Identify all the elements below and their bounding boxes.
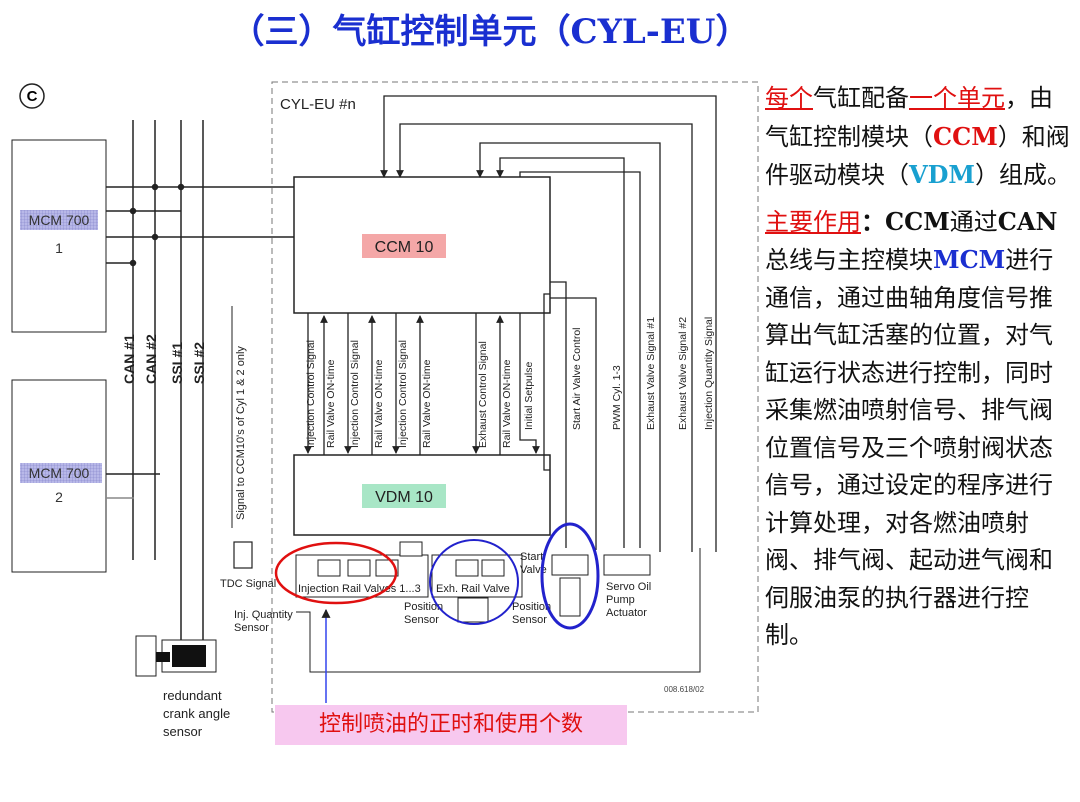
crank-label-1: redundant: [163, 688, 222, 703]
text-span: ，由气缸控制模块（: [765, 84, 1053, 151]
frame-label: CYL-EU #n: [280, 96, 356, 113]
text-span: ）组成。: [975, 161, 1071, 189]
injection-rail-valves: [295, 541, 429, 598]
servo-label-2: Pump: [606, 594, 635, 606]
mcm-label-bg-1: [20, 210, 98, 230]
bus-label-ssi2: SSI #2: [191, 342, 207, 384]
servo-label-1: Servo Oil: [606, 581, 651, 593]
text-span: 每个: [765, 84, 813, 112]
mcm-box-1: [11, 139, 107, 333]
text-span: ：: [861, 206, 885, 236]
ccm-label-bg: [362, 234, 446, 258]
text-span: CCM: [933, 121, 998, 151]
page-title: （三）气缸控制单元（CYL-EU）: [230, 12, 750, 52]
signal-label: Start Air Valve Control: [571, 327, 583, 430]
text-span: VDM: [909, 160, 975, 189]
cyl-eu-diagram: C CYL-EU #n MCM 700 1 MCM 700 2 CAN #1 C…: [11, 81, 759, 739]
servo-label-3: Actuator: [606, 607, 647, 619]
text-span: 通过: [949, 207, 998, 236]
mcm-number-2: 2: [55, 489, 63, 505]
servo-pump-box: [603, 554, 651, 576]
crank-label-2: crank angle: [163, 706, 230, 721]
text-span: 进行通信，通过曲轴角度信号推算出气缸活塞的位置，对气缸运行状态进行控制，同时采集…: [765, 246, 1054, 649]
text-span: 总线与主控模块: [765, 246, 933, 274]
vdm-label: VDM 10: [375, 489, 433, 506]
signal-label: Rail Valve ON-time: [421, 359, 433, 448]
signal-label: PWM Cyl. 1-3: [611, 365, 623, 430]
signal-label: Rail Valve ON-time: [373, 359, 385, 448]
highlight-start-valve: [540, 522, 600, 630]
inj-qty-label-2: Sensor: [234, 622, 269, 634]
note-box: 控制喷油的正时和使用个数: [275, 705, 627, 745]
exh-rail-valve-label: Exh. Rail Valve: [436, 583, 510, 595]
signal-label: Injection Quantity Signal: [703, 317, 715, 430]
signal-label: Exhaust Valve Signal #1: [645, 317, 657, 430]
bus-label-can2: CAN #2: [143, 334, 159, 384]
signal-label: Initial Setpulse: [523, 362, 535, 430]
feedback-lines: [380, 95, 717, 552]
cyl-signal-label: Signal to CCM10's of Cyl 1 & 2 only: [235, 346, 247, 520]
description-paragraph-2: 主要作用：CCM通过CAN 总线与主控模块MCM进行通信，通过曲轴角度信号推算出气…: [765, 203, 1075, 655]
tdc-label: TDC Signal: [220, 578, 276, 590]
crank-sensor-core: [172, 645, 206, 667]
description-text: 每个气缸配备一个单元，由气缸控制模块（CCM）和阀件驱动模块（VDM）组成。 主…: [765, 80, 1075, 655]
text-span: 一个单元: [909, 84, 1005, 112]
ccm-label: CCM 10: [375, 239, 434, 256]
mcm-label-1: MCM 700: [29, 212, 90, 228]
signal-label: Exhaust Valve Signal #2: [677, 317, 689, 430]
text-span: CAN: [997, 206, 1058, 236]
crank-sensor-housing: [135, 635, 157, 677]
start-valve-label-2: Valve: [520, 564, 547, 576]
bus-label-ssi1: SSI #1: [169, 342, 185, 384]
highlight-injection-valves: [274, 541, 398, 605]
signal-label: Injection Control Signal: [349, 340, 361, 448]
signal-label: Exhaust Control Signal: [477, 341, 489, 448]
text-span: ）和阀件驱动模块（: [765, 122, 1070, 190]
signal-labels: Injection Control Signal Rail Valve ON-t…: [305, 317, 715, 448]
bus-lines: [132, 120, 204, 640]
inj-qty-label-1: Inj. Quantity: [234, 609, 293, 621]
text-span: 气缸配备: [813, 84, 909, 112]
cyl-eu-frame: [271, 81, 759, 713]
figure-code: 008.618/02: [664, 685, 705, 694]
signal-label: Injection Control Signal: [397, 340, 409, 448]
mcm-number-1: 1: [55, 240, 63, 256]
signal-label: Injection Control Signal: [305, 340, 317, 448]
start-valve-label-1: Start: [520, 551, 543, 563]
signal-label: Rail Valve ON-time: [501, 359, 513, 448]
highlight-exh-valve: [429, 539, 519, 625]
mcm1-connections: [106, 183, 294, 499]
mcm-label-2: MCM 700: [29, 465, 90, 481]
bus-label-can1: CAN #1: [121, 334, 137, 384]
position-sensor-label-3: Position: [512, 601, 551, 613]
description-paragraph-1: 每个气缸配备一个单元，由气缸控制模块（CCM）和阀件驱动模块（VDM）组成。: [765, 80, 1075, 195]
position-sensor-label-2: Sensor: [404, 614, 439, 626]
start-valve: [551, 554, 589, 617]
signal-label: Rail Valve ON-time: [325, 359, 337, 448]
position-sensor-label-4: Sensor: [512, 614, 547, 626]
mcm-label-bg-2: [20, 463, 102, 483]
text-span: 主要作用: [765, 207, 861, 236]
corner-label: C: [27, 88, 38, 105]
crank-sensor-shaft: [156, 652, 170, 662]
text-span: MCM: [933, 245, 1006, 274]
text-span: CCM: [885, 206, 950, 236]
tdc-sensor: [233, 541, 253, 569]
signal-arrows: [304, 281, 597, 550]
vdm-label-bg: [362, 484, 446, 508]
exh-rail-valve: [431, 554, 523, 623]
corner-circle: [19, 83, 45, 109]
crank-label-3: sensor: [163, 724, 203, 739]
position-sensor-label-1: Position: [404, 601, 443, 613]
inj-rail-valves-label: Injection Rail Valves 1...3: [298, 583, 421, 595]
